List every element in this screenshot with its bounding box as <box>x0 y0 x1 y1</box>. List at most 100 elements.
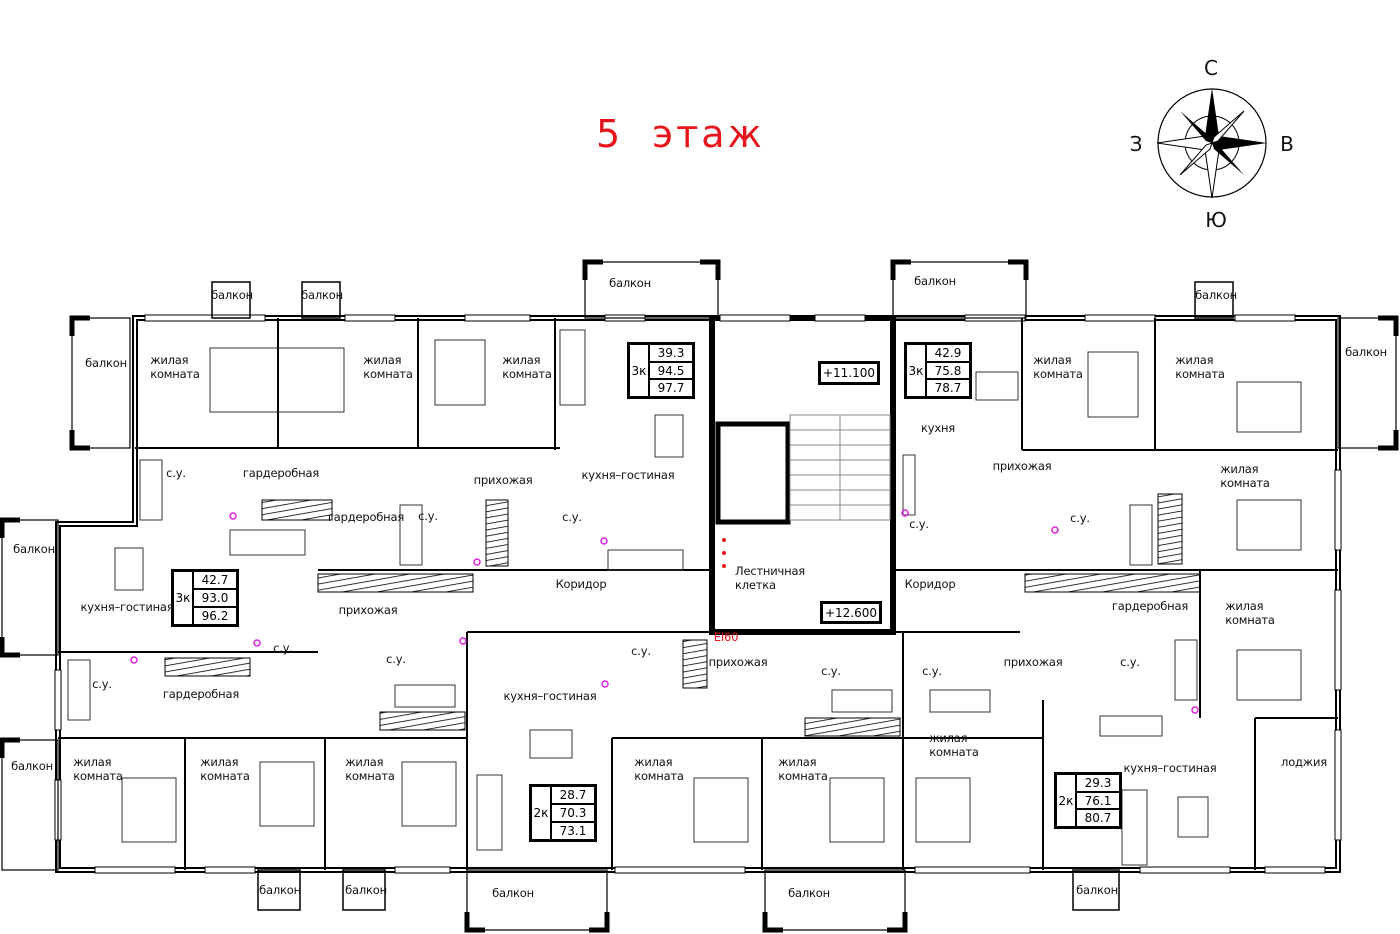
elevation-mark: +11.100 <box>818 361 880 385</box>
total-area: 75.8 <box>927 363 969 381</box>
total-area-with-balcony: 97.7 <box>657 381 685 396</box>
wardrobe-label: гардеробная <box>162 687 240 701</box>
furniture <box>67 329 1302 866</box>
hallway-label: прихожая <box>1003 655 1063 669</box>
hallway-label: прихожая <box>473 473 533 487</box>
balcony-label: балкон <box>85 356 127 370</box>
living-area: 42.7 <box>194 572 236 590</box>
balcony-outlines <box>0 259 1399 933</box>
living-room-label: жилая комната <box>73 755 123 783</box>
living-area: 39.3 <box>650 345 692 363</box>
living-room-label: жилая комната <box>1225 599 1275 627</box>
elevation-mark: +12.600 <box>820 601 882 624</box>
apartment-rooms: 2к <box>1057 775 1077 826</box>
living-room-label: жилая комната <box>502 353 552 381</box>
kitchen-living-label: кухня–гостиная <box>503 689 597 703</box>
living-room-label: жилая комната <box>150 353 200 381</box>
apartment-rooms: 3к <box>174 572 194 624</box>
total-area-with-balcony: 78.7 <box>934 381 962 396</box>
compass-west-label: З <box>1129 132 1143 156</box>
wardrobe-label: гардеробная <box>327 510 405 524</box>
windows <box>54 314 1342 874</box>
living-room-label: жилая комната <box>345 755 395 783</box>
bathroom-label: с.у. <box>418 509 438 523</box>
balcony-label: балкон <box>914 274 956 288</box>
total-area: 94.5 <box>650 363 692 381</box>
kitchen-living-label: кухня–гостиная <box>80 600 174 614</box>
living-room-label: жилая комната <box>1220 462 1270 490</box>
hallway-label: прихожая <box>992 459 1052 473</box>
corridor-label: Коридор <box>904 577 956 591</box>
balcony-label: балкон <box>11 759 53 773</box>
bathroom-label: с.у. <box>1120 655 1140 669</box>
interior-walls <box>58 318 1338 870</box>
kitchen-label: кухня <box>921 421 955 435</box>
total-area-with-balcony: 73.1 <box>559 824 587 838</box>
total-area-with-balcony: 96.2 <box>201 609 229 623</box>
balcony-label: балкон <box>1345 345 1387 359</box>
kitchen-living-label: кухня–гостиная <box>1123 761 1217 775</box>
living-area: 42.9 <box>927 345 969 363</box>
bathroom-label: с.у. <box>166 466 186 480</box>
total-area: 93.0 <box>194 590 236 608</box>
bathroom-label: с.у. <box>1070 511 1090 525</box>
balcony-label: балкон <box>345 883 387 897</box>
balcony-label: балкон <box>788 886 830 900</box>
kitchen-living-label: кухня–гостиная <box>581 468 675 482</box>
total-area: 70.3 <box>552 805 594 823</box>
bathroom-label: с.у. <box>631 644 651 658</box>
living-room-label: жилая комната <box>1033 353 1083 381</box>
corridor-label: Коридор <box>555 577 607 591</box>
hallway-label: прихожая <box>708 655 768 669</box>
exterior-walls <box>55 315 1341 873</box>
living-area: 29.3 <box>1077 775 1119 793</box>
bathroom-label: с.у. <box>273 641 293 655</box>
stairwell-label: Лестничная клетка <box>734 564 806 592</box>
floor-title: 5 этаж <box>596 112 765 156</box>
living-room-label: жилая комната <box>778 755 828 783</box>
living-room-label: жилая комната <box>929 731 979 759</box>
compass-south-label: Ю <box>1205 208 1227 232</box>
living-room-label: жилая комната <box>200 755 250 783</box>
bathroom-label: с.у. <box>562 510 582 524</box>
living-room-label: жилая комната <box>363 353 413 381</box>
living-room-label: жилая комната <box>1175 353 1225 381</box>
apartment-rooms: 2к <box>532 787 552 839</box>
bathroom-label: с.у. <box>92 677 112 691</box>
stair-flight <box>789 414 891 521</box>
balcony-label: балкон <box>13 542 55 556</box>
compass-rose-icon <box>1156 88 1267 199</box>
balcony-label: балкон <box>301 288 343 302</box>
balcony-label: балкон <box>259 883 301 897</box>
bathroom-label: с.у. <box>922 664 942 678</box>
living-area: 28.7 <box>552 787 594 805</box>
balcony-label: балкон <box>1076 883 1118 897</box>
total-area: 76.1 <box>1077 793 1119 811</box>
apartment-rooms: 3к <box>630 345 650 396</box>
living-room-label: жилая комната <box>634 755 684 783</box>
apartment-rooms: 3к <box>907 345 927 396</box>
fire-rating-label: EI60 <box>713 630 739 644</box>
compass-east-label: В <box>1280 132 1294 156</box>
balcony-label: балкон <box>609 276 651 290</box>
loggia-label: лоджия <box>1281 755 1327 769</box>
fire-alarm-markers <box>722 538 726 568</box>
total-area-with-balcony: 80.7 <box>1084 811 1112 826</box>
hallway-label: прихожая <box>338 603 398 617</box>
balcony-label: балкон <box>492 886 534 900</box>
riser-markers <box>130 509 1199 714</box>
balcony-label: балкон <box>211 288 253 302</box>
compass-north-label: С <box>1204 56 1218 80</box>
bathroom-label: с.у. <box>386 652 406 666</box>
wardrobe-label: гардеробная <box>242 466 320 480</box>
wardrobe-label: гардеробная <box>1111 599 1189 613</box>
balcony-label: балкон <box>1195 288 1237 302</box>
bathroom-label: с.у. <box>821 664 841 678</box>
